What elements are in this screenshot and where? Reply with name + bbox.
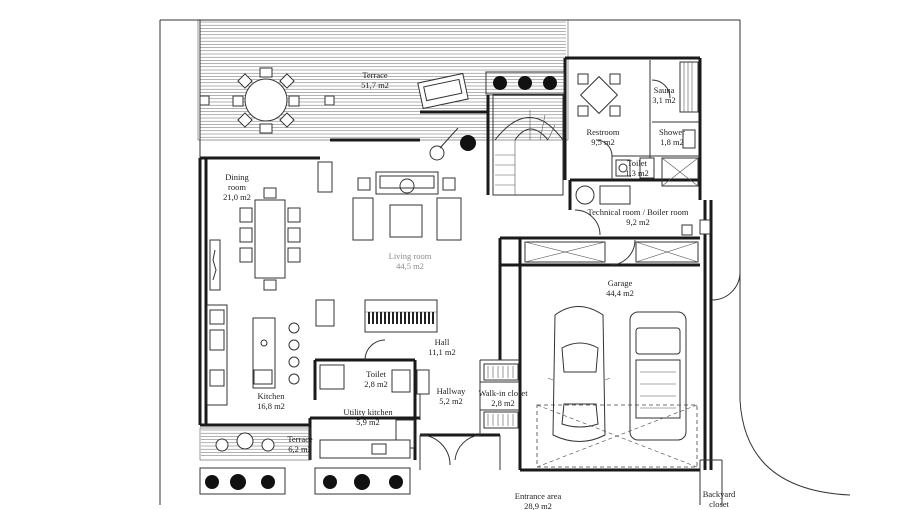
label-walkin-name: Walk-in closet: [478, 388, 528, 398]
label-toilet-mid-area: 2,8 m2: [364, 379, 388, 389]
label-dining-name-2: room: [228, 182, 246, 192]
label-garage-name: Garage: [608, 278, 633, 288]
piano-key: [388, 312, 390, 324]
toilet-mid-fixtures: [319, 339, 430, 449]
piano-key: [372, 312, 374, 324]
label-toilet-top-area: 1,3 m2: [625, 168, 649, 178]
boiler-equipment: [574, 185, 711, 236]
shower-tray: [661, 129, 699, 187]
label-hall-name: Hall: [435, 337, 450, 347]
label-living-name: Living room: [389, 251, 432, 261]
piano-key: [424, 312, 426, 324]
label-terrace-top-area: 51,7 m2: [361, 80, 389, 90]
label-hall-area: 11,1 m2: [428, 347, 456, 357]
label-hallway-name: Hallway: [437, 386, 467, 396]
terrace-planters: [485, 71, 565, 95]
label-dining-area: 21,0 m2: [223, 192, 251, 202]
terrace-dining-set: [199, 67, 335, 134]
label-kitchen-area: 16,8 m2: [257, 401, 285, 411]
label-toilet-top-name: Toilet: [627, 158, 647, 168]
piano-key: [396, 312, 398, 324]
backyard-closet-walls: [699, 459, 723, 505]
label-sauna-area: 3,1 m2: [652, 95, 676, 105]
terrace-umbrella: [429, 127, 476, 161]
label-entrance-name: Entrance area: [515, 491, 562, 501]
piano-key: [368, 312, 370, 324]
piano-key: [380, 312, 382, 324]
restroom-table: [577, 73, 621, 117]
piano-key: [416, 312, 418, 324]
piano-key: [404, 312, 406, 324]
label-utility-area: 5,9 m2: [356, 417, 380, 427]
piano-key: [412, 312, 414, 324]
kitchen-island: [252, 317, 300, 389]
label-shower-name: Shower: [659, 127, 685, 137]
bottom-terrace: [199, 427, 311, 461]
bottom-planters: [199, 467, 411, 495]
staircase: [492, 94, 564, 196]
garage-doors: [524, 239, 741, 301]
label-toilet-mid-name: Toilet: [366, 369, 386, 379]
piano-key: [428, 312, 430, 324]
piano-key: [376, 312, 378, 324]
label-hallway-area: 5,2 m2: [439, 396, 463, 406]
label-entrance-area: 28,9 m2: [524, 501, 552, 510]
label-terrace-bottom-area: 6,2 m2: [288, 444, 312, 454]
dining-table: [209, 161, 333, 291]
car-right: [629, 311, 687, 441]
car-left: [547, 306, 611, 442]
piano-key: [400, 312, 402, 324]
piano-key: [408, 312, 410, 324]
utility-counter: [319, 439, 411, 459]
label-dining-name-1: Dining: [225, 172, 249, 182]
sauna-benches: [651, 61, 699, 113]
garage-door-tracks: [536, 404, 698, 468]
label-garage-area: 44,4 m2: [606, 288, 634, 298]
label-utility-name: Utility kitchen: [343, 407, 393, 417]
kitchen-counter: [206, 304, 228, 406]
label-terrace-top-name: Terrace: [362, 70, 388, 80]
label-restroom-name: Restroom: [586, 127, 619, 137]
label-technical-name: Technical room / Boiler room: [588, 207, 689, 217]
piano: [364, 299, 438, 333]
terrace-sofa: [417, 72, 469, 110]
piano-key: [384, 312, 386, 324]
label-technical-area: 9,2 m2: [626, 217, 650, 227]
label-backyard-area: closet: [709, 499, 729, 509]
room-labels: Terrace 51,7 m2 Sauna 3,1 m2 Restroom 9,…: [223, 70, 736, 510]
label-living-area: 44,5 m2: [396, 261, 424, 271]
entrance-door-swings: [419, 434, 501, 470]
label-kitchen-name: Kitchen: [258, 391, 286, 401]
label-restroom-area: 9,5 m2: [591, 137, 615, 147]
label-backyard-name: Backyard: [703, 489, 736, 499]
label-shower-area: 1,8 m2: [660, 137, 684, 147]
toilet-top-fixtures: [595, 139, 655, 179]
label-sauna-name: Sauna: [654, 85, 675, 95]
piano-key: [420, 312, 422, 324]
walkin-closet-racks: [483, 363, 519, 429]
label-terrace-bottom-name: Terrace: [287, 434, 313, 444]
piano-key: [392, 312, 394, 324]
living-sofa-set: [315, 171, 462, 327]
piano-key: [432, 312, 434, 324]
label-walkin-area: 2,8 m2: [491, 398, 515, 408]
